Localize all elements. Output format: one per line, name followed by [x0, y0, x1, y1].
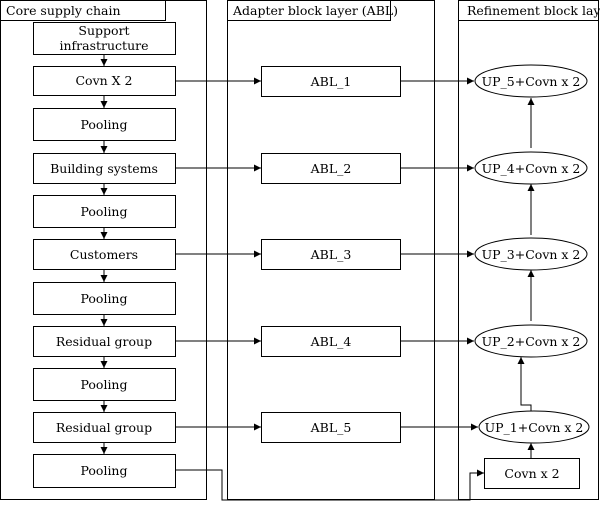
- abl-node-2: ABL_2: [261, 153, 401, 184]
- core-node-covn: Covn X 2: [33, 66, 176, 96]
- abl-3-label: ABL_3: [310, 247, 352, 262]
- core-node-pooling-1: Pooling: [33, 108, 176, 141]
- up1-label: UP_1+Covn x 2: [485, 420, 584, 435]
- abl-node-5: ABL_5: [261, 412, 401, 443]
- abl-node-4: ABL_4: [261, 326, 401, 357]
- support-label-line1: Support: [78, 23, 129, 38]
- core-node-customers: Customers: [33, 239, 176, 270]
- abl-4-label: ABL_4: [310, 334, 352, 349]
- up4-label: UP_4+Covn x 2: [482, 161, 581, 176]
- core-node-residual-group-1: Residual group: [33, 326, 176, 357]
- abl-to-refine-arrows: [400, 77, 478, 431]
- refine-panel-title: Refinement block layer: [467, 3, 600, 18]
- refine-node-up2: UP_2+Covn x 2: [474, 324, 588, 358]
- covn-label: Covn X 2: [75, 73, 132, 88]
- refine-node-up3: UP_3+Covn x 2: [474, 237, 588, 271]
- support-label-line2: infrastructure: [59, 38, 148, 53]
- core-to-abl-arrows: [175, 77, 261, 431]
- residual-group-label: Residual group: [56, 334, 152, 349]
- core-panel-title: Core supply chain: [6, 3, 121, 18]
- pooling-label: Pooling: [80, 117, 127, 132]
- up2-label: UP_2+Covn x 2: [482, 334, 581, 349]
- abl-1-label: ABL_1: [310, 74, 352, 89]
- refine-node-up4: UP_4+Covn x 2: [474, 151, 588, 185]
- abl-2-label: ABL_2: [310, 161, 352, 176]
- up5-label: UP_5+Covn x 2: [482, 74, 581, 89]
- abl-node-1: ABL_1: [261, 66, 401, 97]
- core-node-pooling-2: Pooling: [33, 195, 176, 228]
- core-node-pooling-3: Pooling: [33, 282, 176, 315]
- pooling-label: Pooling: [80, 291, 127, 306]
- pooling-to-covn-connector: [175, 469, 484, 501]
- refine-node-up1: UP_1+Covn x 2: [478, 410, 590, 444]
- abl-panel: Adapter block layer (ABL): [227, 0, 435, 500]
- abl-5-label: ABL_5: [310, 420, 352, 435]
- core-panel: Core supply chain: [0, 0, 207, 500]
- core-node-pooling-4: Pooling: [33, 368, 176, 401]
- abl-panel-title: Adapter block layer (ABL): [232, 3, 398, 18]
- pooling-label: Pooling: [80, 204, 127, 219]
- core-node-residual-group-2: Residual group: [33, 412, 176, 443]
- refine-covn-label: Covn x 2: [504, 466, 559, 481]
- residual-group-label: Residual group: [56, 420, 152, 435]
- pooling-label: Pooling: [80, 463, 127, 478]
- refine-panel: Refinement block layer: [458, 0, 600, 500]
- core-node-support-infrastructure: Support infrastructure: [33, 22, 176, 55]
- pooling-label: Pooling: [80, 377, 127, 392]
- refine-flow-arrows: [517, 98, 535, 458]
- customers-label: Customers: [70, 247, 138, 262]
- abl-node-3: ABL_3: [261, 239, 401, 270]
- building-systems-label: Building systems: [50, 161, 158, 176]
- up3-label: UP_3+Covn x 2: [482, 247, 581, 262]
- core-node-pooling-5: Pooling: [33, 454, 176, 488]
- refine-node-up5: UP_5+Covn x 2: [474, 64, 588, 98]
- core-node-building-systems: Building systems: [33, 153, 176, 184]
- refine-node-covn: Covn x 2: [484, 458, 580, 489]
